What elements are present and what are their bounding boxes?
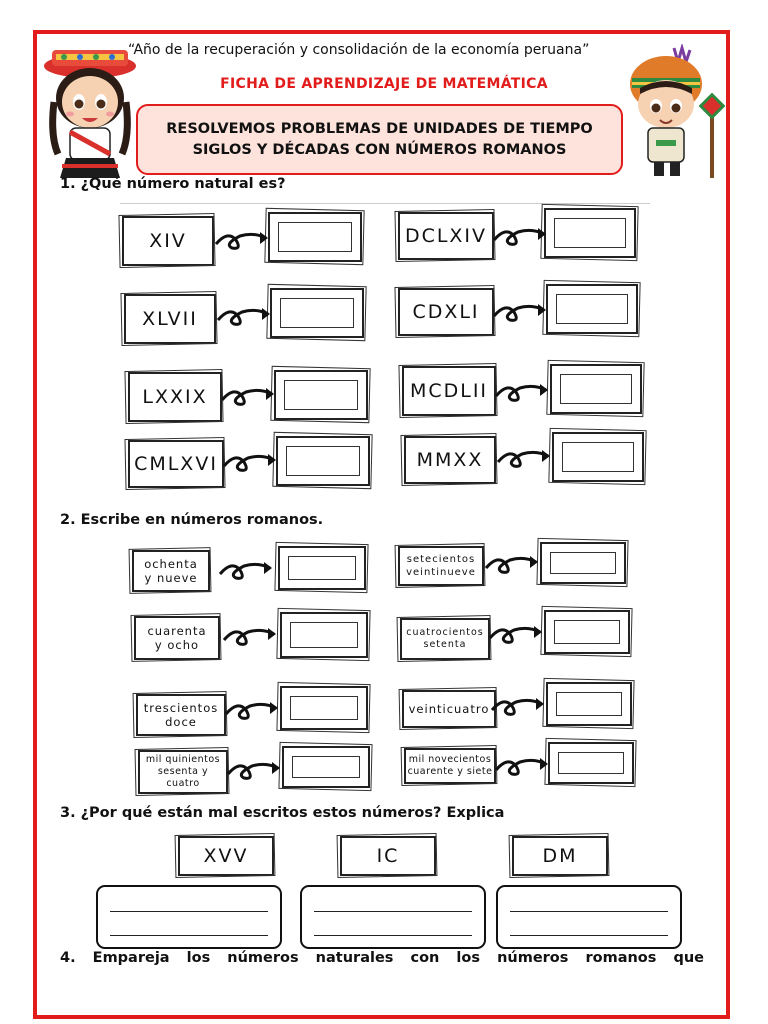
answer-box[interactable] — [282, 746, 370, 788]
answer-box[interactable] — [280, 612, 368, 658]
curly-arrow-icon — [216, 308, 270, 326]
answer-box[interactable] — [550, 364, 642, 414]
answer-box[interactable] — [280, 686, 368, 730]
answer-box[interactable] — [270, 288, 364, 338]
curly-arrow-icon — [496, 450, 550, 468]
curly-arrow-icon — [492, 304, 546, 322]
answer-box[interactable] — [546, 284, 638, 334]
roman-numeral-card: DCLXIV — [398, 212, 494, 260]
boy-character-illustration — [630, 44, 726, 178]
roman-numeral-card: LXXIX — [128, 372, 222, 422]
roman-numeral-card: MMXX — [404, 436, 496, 484]
answer-box[interactable] — [546, 682, 632, 726]
curly-arrow-icon — [488, 626, 542, 644]
curly-arrow-icon — [492, 228, 546, 246]
answer-box[interactable] — [548, 742, 634, 784]
answer-box[interactable] — [552, 432, 644, 482]
incorrect-numeral-card: DM — [512, 836, 608, 876]
curly-arrow-icon — [218, 562, 272, 580]
answer-box[interactable] — [268, 212, 362, 262]
curly-arrow-icon — [494, 384, 548, 402]
roman-numeral-card: CDXLI — [398, 288, 494, 336]
question-4-title: 4. Empareja los números naturales con lo… — [60, 950, 704, 966]
divider — [120, 203, 650, 204]
curly-arrow-icon — [224, 702, 278, 720]
answer-box[interactable] — [544, 208, 636, 258]
curly-arrow-icon — [490, 698, 544, 716]
curly-arrow-icon — [494, 758, 548, 776]
question-2-title: 2. Escribe en números romanos. — [60, 512, 324, 528]
roman-numeral-card: XIV — [122, 216, 214, 266]
answer-box[interactable] — [276, 436, 370, 486]
roman-numeral-card: CMLXVI — [128, 440, 224, 488]
answer-box[interactable] — [540, 542, 626, 584]
explanation-box[interactable] — [96, 885, 282, 949]
roman-numeral-card: MCDLII — [402, 366, 496, 416]
question-1-title: 1. ¿Qué número natural es? — [60, 176, 286, 192]
answer-box[interactable] — [278, 546, 366, 590]
curly-arrow-icon — [484, 556, 538, 574]
curly-arrow-icon — [226, 762, 280, 780]
explanation-box[interactable] — [496, 885, 682, 949]
page-border — [33, 30, 730, 1019]
answer-box[interactable] — [274, 370, 368, 420]
answer-box[interactable] — [544, 610, 630, 654]
worksheet-title: FICHA DE APRENDIZAJE DE MATEMÁTICA — [220, 76, 548, 92]
year-motto: “Año de la recuperación y consolidación … — [128, 42, 590, 58]
explanation-box[interactable] — [300, 885, 486, 949]
roman-numeral-card: XLVII — [124, 294, 216, 344]
curly-arrow-icon — [214, 232, 268, 250]
girl-character-illustration — [44, 50, 136, 178]
banner-line-2: SIGLOS Y DÉCADAS CON NÚMEROS ROMANOS — [192, 141, 567, 158]
question-3-title: 3. ¿Por qué están mal escritos estos núm… — [60, 805, 505, 821]
curly-arrow-icon — [220, 388, 274, 406]
curly-arrow-icon — [222, 628, 276, 646]
banner-line-1: RESOLVEMOS PROBLEMAS DE UNIDADES DE TIEM… — [166, 120, 593, 137]
topic-banner: RESOLVEMOS PROBLEMAS DE UNIDADES DE TIEM… — [136, 104, 623, 175]
incorrect-numeral-card: XVV — [178, 836, 274, 876]
curly-arrow-icon — [222, 454, 276, 472]
incorrect-numeral-card: IC — [340, 836, 436, 876]
number-words-card: veinticuatro — [402, 690, 496, 728]
